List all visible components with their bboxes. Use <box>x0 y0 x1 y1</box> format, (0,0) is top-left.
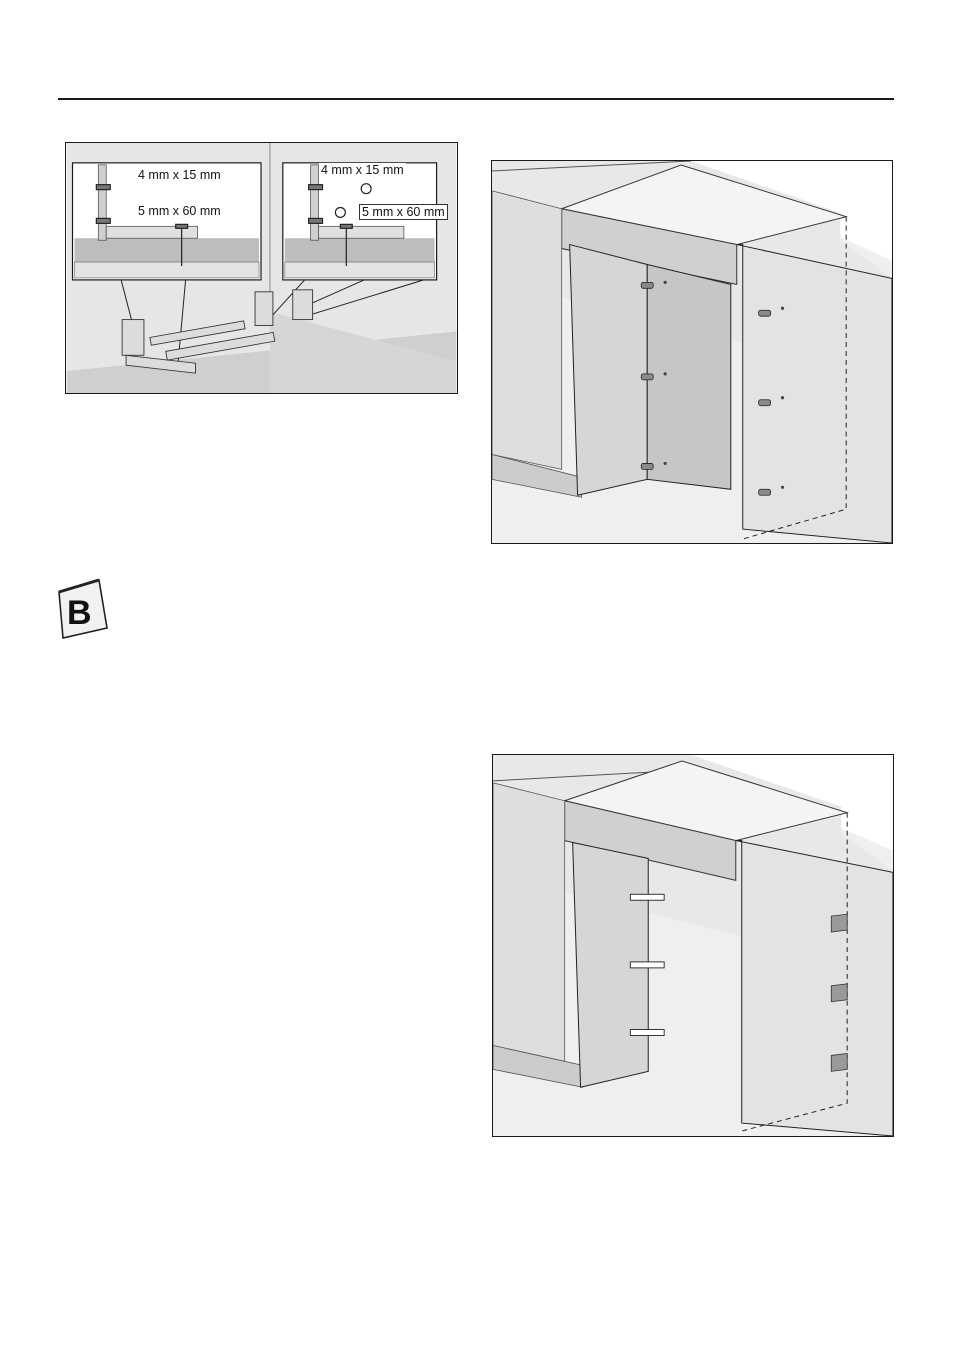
parts-bag-drawing: B <box>55 578 111 640</box>
installation-detail-drawing <box>66 143 457 393</box>
header-rule <box>58 98 894 100</box>
parts-bag-letter: B <box>67 594 92 632</box>
left-small-screw-label: 4 mm x 15 mm <box>136 168 223 182</box>
right-small-screw-label: 4 mm x 15 mm <box>319 163 406 177</box>
screw-mounting-drawing <box>492 161 892 543</box>
right-long-screw-label: 5 mm x 60 mm <box>359 204 448 220</box>
bracket-mounting-figure <box>492 754 894 1137</box>
bracket-mounting-drawing <box>493 755 893 1136</box>
left-long-screw-label: 5 mm x 60 mm <box>136 204 223 218</box>
parts-bag-icon: B <box>55 578 111 640</box>
screw-mounting-figure <box>491 160 893 544</box>
installation-detail-figure: 4 mm x 15 mm 5 mm x 60 mm 4 mm x 15 mm 5… <box>65 142 458 394</box>
